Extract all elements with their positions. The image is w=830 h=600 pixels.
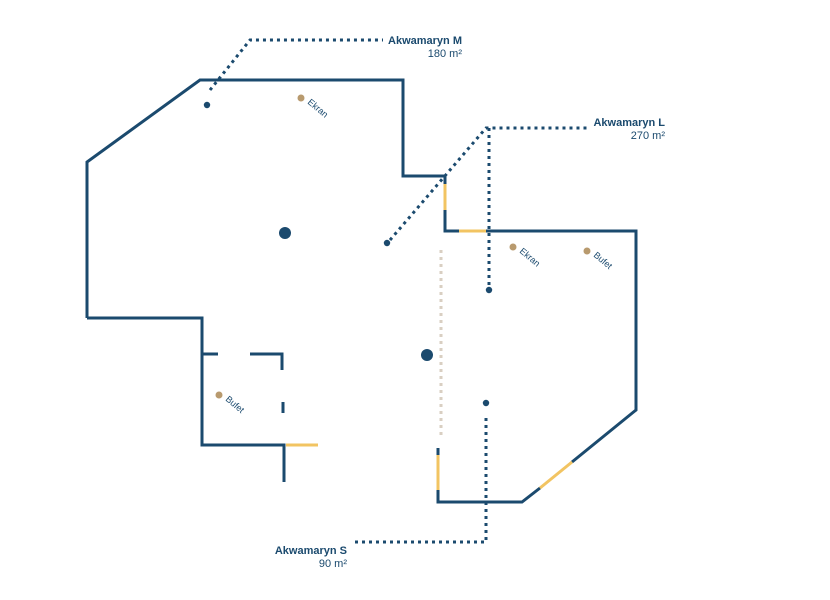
feature-label: Bufet [592, 250, 615, 271]
feature-bufet-m: Bufet [215, 391, 247, 415]
leader-line [208, 38, 383, 91]
feature-label: Ekran [518, 246, 542, 269]
room-marker [485, 286, 493, 294]
room-akwamaryn-l[interactable]: Akwamaryn L 270 m² [383, 117, 666, 361]
room-center-dot [421, 349, 433, 361]
room-area: 180 m² [428, 48, 463, 60]
walls [85, 78, 638, 504]
leader-line [388, 126, 590, 288]
feature-bufet-l: Bufet [583, 247, 615, 271]
feature-label: Ekran [306, 97, 330, 120]
room-marker [482, 399, 490, 407]
room-name: Akwamaryn L [593, 117, 665, 129]
room-akwamaryn-s[interactable]: Akwamaryn S 90 m² [275, 399, 490, 570]
feature-ekran-m: Ekran [297, 94, 330, 120]
feature-ekran-l: Ekran [509, 243, 542, 269]
room-area: 90 m² [319, 558, 347, 570]
doors [286, 184, 573, 490]
room-name: Akwamaryn S [275, 545, 347, 557]
room-area: 270 m² [631, 130, 666, 142]
room-marker [203, 101, 211, 109]
room-name: Akwamaryn M [388, 35, 462, 47]
buffet-icon [215, 391, 223, 399]
leader-line [352, 418, 488, 544]
room-marker [383, 239, 391, 247]
feature-label: Bufet [224, 394, 247, 415]
room-center-dot [279, 227, 291, 239]
room-akwamaryn-m[interactable]: Akwamaryn M 180 m² [203, 35, 463, 239]
screen-icon [509, 243, 517, 251]
screen-icon [297, 94, 305, 102]
buffet-icon [583, 247, 591, 255]
